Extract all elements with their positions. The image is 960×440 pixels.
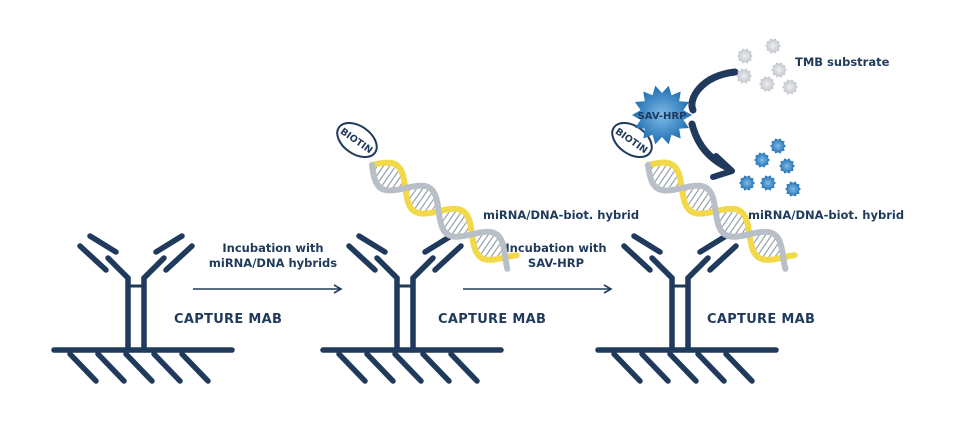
- capture-antibody-1: [54, 236, 232, 381]
- tmb-particle: [771, 62, 787, 78]
- step-1-line-1: Incubation with: [222, 241, 323, 255]
- svg-text:SAV-HRP: SAV-HRP: [638, 111, 687, 122]
- sav-hrp-enzyme: SAV-HRP: [632, 85, 692, 145]
- helix-rung: [409, 185, 425, 208]
- dna-helix-1: [369, 159, 520, 272]
- tmb-particle: [736, 68, 752, 84]
- helix-rung: [488, 241, 503, 261]
- dna-helix-2: [645, 159, 798, 272]
- tmb-particle: [737, 48, 753, 64]
- hybrid-label-2: miRNA/DNA-biot. hybrid: [748, 208, 904, 222]
- helix-rung: [652, 162, 669, 185]
- helix-rung: [445, 210, 463, 234]
- product-particle: [785, 181, 801, 197]
- biotin-tag-1: BIOTIN: [336, 121, 378, 159]
- helix-rung: [442, 208, 458, 230]
- product-particle: [770, 138, 786, 154]
- helix-rung: [661, 168, 677, 191]
- helix-rung: [417, 190, 434, 214]
- capture-mab-label-1: CAPTURE MAB: [174, 312, 282, 327]
- step-1-line-2: miRNA/DNA hybrids: [209, 256, 337, 270]
- helix-rung: [689, 187, 707, 212]
- helix-rung: [656, 164, 674, 189]
- helix-rung: [380, 164, 397, 189]
- tmb-substrate-particles: [736, 38, 798, 95]
- capture-mab-label-2: CAPTURE MAB: [438, 312, 546, 327]
- helix-strand: [369, 162, 511, 272]
- helix-rung: [450, 213, 467, 237]
- helix-rung: [766, 241, 781, 261]
- product-arrowhead-icon: [710, 153, 735, 180]
- helix-rung: [384, 168, 401, 191]
- product-particle: [739, 175, 755, 191]
- product-particles: [739, 138, 801, 197]
- helix-rung: [719, 208, 735, 230]
- helix-strand: [645, 162, 789, 272]
- product-particle: [760, 175, 776, 191]
- hybrid-label-1: miRNA/DNA-biot. hybrid: [483, 208, 639, 222]
- helix-strand: [369, 159, 520, 263]
- product-particle: [779, 158, 795, 174]
- helix-rung: [478, 233, 496, 257]
- capture-antibody-3: [598, 236, 776, 381]
- helix-rung: [475, 231, 491, 253]
- substrate-arrow-tail: [688, 68, 739, 114]
- helix-rung: [483, 236, 500, 260]
- tmb-particle: [782, 79, 798, 95]
- step-2-line-1: Incubation with: [505, 241, 606, 255]
- helix-rung: [727, 213, 744, 237]
- helix-rung: [376, 162, 393, 185]
- helix-rung: [686, 185, 702, 208]
- helix-strand: [645, 159, 798, 263]
- step-2-line-2: SAV-HRP: [528, 256, 584, 270]
- tmb-particle: [759, 76, 775, 92]
- tmb-substrate-label: TMB substrate: [795, 55, 890, 69]
- capture-antibody-2: [323, 236, 501, 381]
- helix-rung: [756, 233, 774, 257]
- helix-rung: [412, 187, 430, 212]
- helix-rung: [694, 190, 711, 214]
- product-particle: [754, 152, 770, 168]
- helix-rung: [760, 236, 778, 260]
- tmb-particle: [765, 38, 781, 54]
- helix-rung: [723, 210, 740, 234]
- helix-rung: [753, 231, 769, 253]
- capture-mab-label-3: CAPTURE MAB: [707, 312, 815, 327]
